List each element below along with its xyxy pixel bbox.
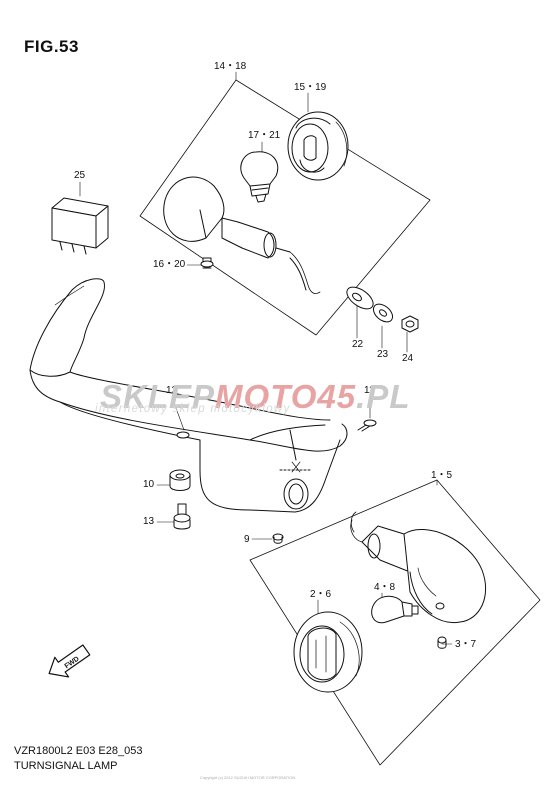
relay-part xyxy=(51,197,109,255)
lower-lens xyxy=(293,611,363,693)
upper-bulb xyxy=(240,151,279,203)
watermark-domain: .PL xyxy=(356,378,411,415)
bolt-13 xyxy=(173,503,191,530)
watermark-logo: SKLEPMOTO45.PL xyxy=(100,378,410,416)
grommet-10 xyxy=(169,469,191,491)
screw-9 xyxy=(272,533,284,544)
label-15-19: 15・19 xyxy=(294,82,327,93)
watermark-sklep: SKLEP xyxy=(100,378,216,415)
section-title: TURNSIGNAL LAMP xyxy=(14,760,118,772)
watermark-tagline: internetowy sklep motocyklowy xyxy=(95,403,291,415)
label-24: 24 xyxy=(402,353,414,364)
label-10: 10 xyxy=(143,479,155,490)
label-3-7: 3・7 xyxy=(455,639,477,650)
fwd-arrow-icon: FWD xyxy=(48,644,91,678)
lower-lamp-housing xyxy=(350,511,487,624)
watermark-number: 45 xyxy=(317,378,357,415)
model-code: VZR1800L2 E03 E28_053 xyxy=(14,745,143,757)
label-9: 9 xyxy=(244,534,250,545)
watermark-moto: MOTO xyxy=(215,378,318,415)
upper-assembly-outline xyxy=(139,79,431,336)
label-13: 13 xyxy=(143,516,155,527)
figure-title: FIG.53 xyxy=(24,37,79,56)
label-14-18: 14・18 xyxy=(214,61,247,72)
lower-assembly-outline xyxy=(249,479,541,766)
bracket-screw xyxy=(357,419,377,432)
fine-print: Copyright (c) 2012 SUZUKI MOTOR CORPORAT… xyxy=(200,775,296,780)
label-12: 12 xyxy=(166,385,178,396)
label-23: 23 xyxy=(377,349,389,360)
label-1-5: 1・5 xyxy=(431,470,453,481)
label-4-8: 4・8 xyxy=(374,582,396,593)
label-17-21: 17・21 xyxy=(248,130,281,141)
label-11: 11 xyxy=(364,385,375,396)
lower-screw xyxy=(437,636,447,649)
upper-lamp-housing xyxy=(163,176,321,294)
washer-23 xyxy=(372,303,394,323)
label-22: 22 xyxy=(352,339,364,350)
leader-lines-upper xyxy=(79,71,408,353)
lower-bulb xyxy=(371,595,419,624)
label-16-20: 16・20 xyxy=(153,259,186,270)
upper-screw xyxy=(200,257,214,269)
label-25: 25 xyxy=(74,170,86,181)
upper-lens-ring xyxy=(287,111,349,181)
grommet-22 xyxy=(346,286,374,310)
label-2-6: 2・6 xyxy=(310,589,332,600)
nut-24 xyxy=(401,315,419,333)
bracket-part xyxy=(29,278,348,513)
